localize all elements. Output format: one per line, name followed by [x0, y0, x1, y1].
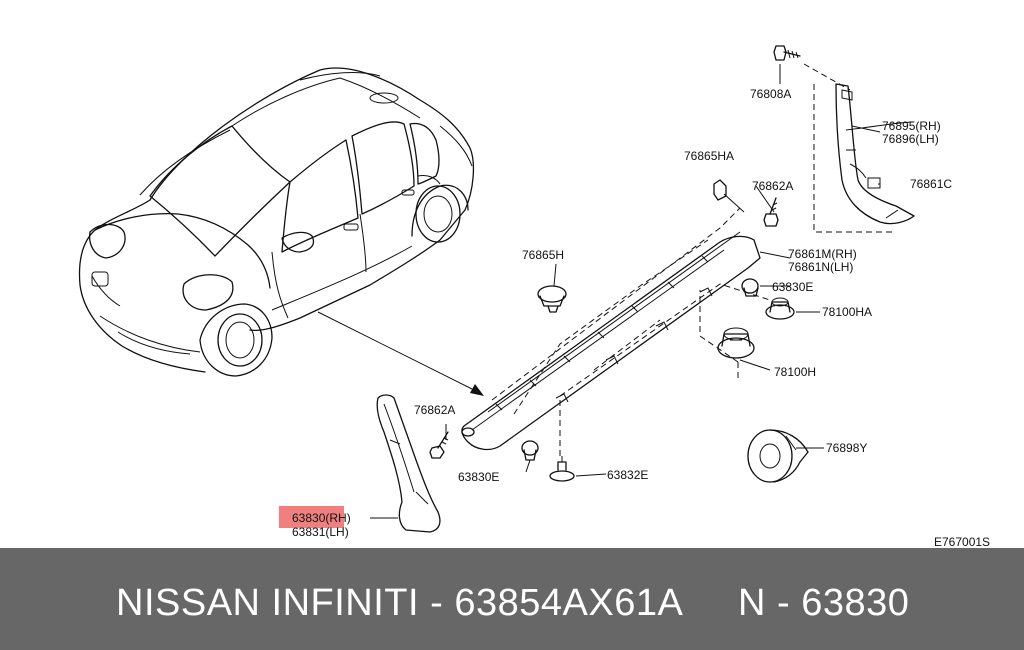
brand-part-number: NISSAN INFINITI - 63854AX61A: [116, 582, 684, 624]
label-76898Y: 76898Y: [826, 441, 867, 455]
protector-63830: [376, 394, 441, 533]
label-76896: 76896(LH): [882, 132, 939, 146]
screw-76862A-left: [429, 424, 449, 459]
part-highlight: [279, 506, 344, 528]
label-76865HA: 76865HA: [684, 149, 734, 163]
screw-76808A: [773, 45, 801, 84]
label-63830E-bottom: 63830E: [458, 470, 499, 484]
label-63831: 63831(LH): [292, 525, 349, 539]
label-63830: 63830(RH): [292, 511, 351, 525]
label-76865H: 76865H: [522, 248, 564, 262]
clip-63830E-right: [741, 278, 759, 297]
label-78100HA: 78100HA: [822, 305, 872, 319]
label-76861C: 76861C: [910, 177, 952, 191]
car-illustration: [78, 67, 475, 377]
label-76861M: 76861M(RH): [788, 247, 857, 261]
leader-lines: [370, 125, 881, 519]
label-76862A-top: 76862A: [752, 179, 793, 193]
diagram-code: E767001S: [934, 535, 990, 548]
diagram-reference: N - 63830: [738, 582, 910, 624]
label-76895: 76895(RH): [882, 119, 941, 133]
nut-78100HA: [765, 297, 795, 320]
mud-guard-76895: [803, 63, 915, 233]
screw-76862A-top: [763, 197, 779, 227]
grommet-76898Y: [747, 429, 809, 483]
clip-76865HA: [713, 179, 745, 213]
parts-diagram: 76808A 76895(RH) 76896(LH) 76861C 76865H…: [78, 45, 990, 548]
label-76862A-left: 76862A: [414, 403, 455, 417]
nut-78100H: [717, 327, 755, 359]
label-63832E: 63832E: [607, 468, 648, 482]
label-76808A: 76808A: [750, 87, 791, 101]
clip-63830E-bottom: [521, 440, 539, 473]
clip-76865H: [537, 285, 567, 313]
label-63830E-right: 63830E: [772, 280, 813, 294]
label-76861N: 76861N(LH): [788, 260, 853, 274]
pointer-arrow: [317, 311, 484, 396]
clip-63832E: [549, 456, 575, 482]
label-78100H: 78100H: [774, 365, 816, 379]
footer-banner: NISSAN INFINITI - 63854AX61A N - 63830: [0, 548, 1024, 650]
sill-moulding-76861M: [461, 207, 771, 456]
